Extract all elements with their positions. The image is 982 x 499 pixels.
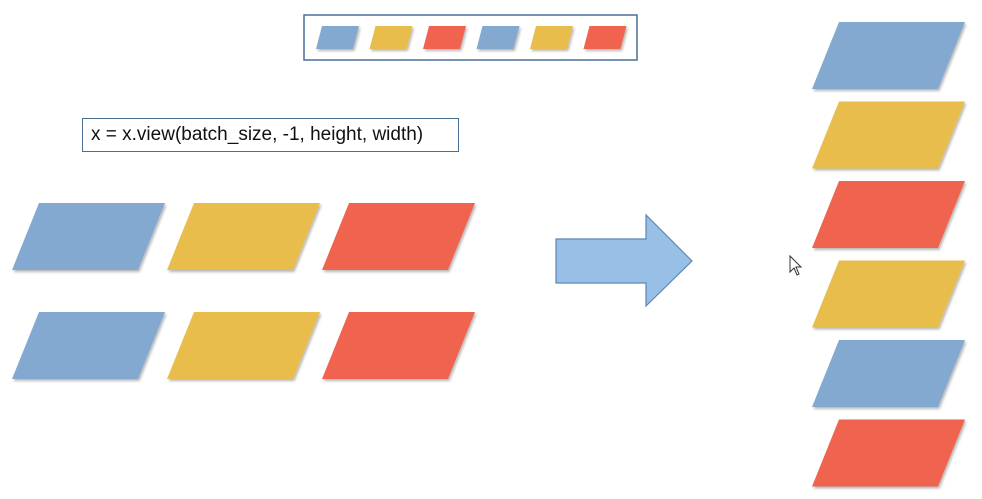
- strip-tile: [476, 26, 520, 49]
- grid-tile: [12, 312, 165, 379]
- stack-tile: [812, 101, 965, 169]
- strip-tile: [423, 26, 466, 49]
- right-arrow-icon: [555, 213, 693, 308]
- stack-tile: [812, 260, 965, 328]
- stack-tile: [812, 340, 965, 407]
- strip-tile: [369, 26, 413, 49]
- stack-tile: [812, 22, 965, 89]
- grid-tile: [322, 312, 475, 379]
- output-stack: [812, 22, 965, 487]
- flat-strip: [316, 26, 627, 49]
- stack-tile: [812, 181, 965, 248]
- strip-tile: [530, 26, 573, 49]
- flat-strip-frame: [303, 14, 638, 61]
- mouse-cursor-icon: [789, 254, 803, 276]
- grid-tile: [167, 203, 320, 270]
- grid-tile: [12, 203, 165, 270]
- input-grid: [12, 203, 475, 379]
- grid-tile: [322, 203, 475, 270]
- strip-tile: [316, 26, 359, 49]
- strip-tile: [583, 26, 627, 49]
- grid-tile: [167, 312, 320, 379]
- code-label: x = x.view(batch_size, -1, height, width…: [82, 118, 459, 152]
- stack-tile: [812, 419, 965, 487]
